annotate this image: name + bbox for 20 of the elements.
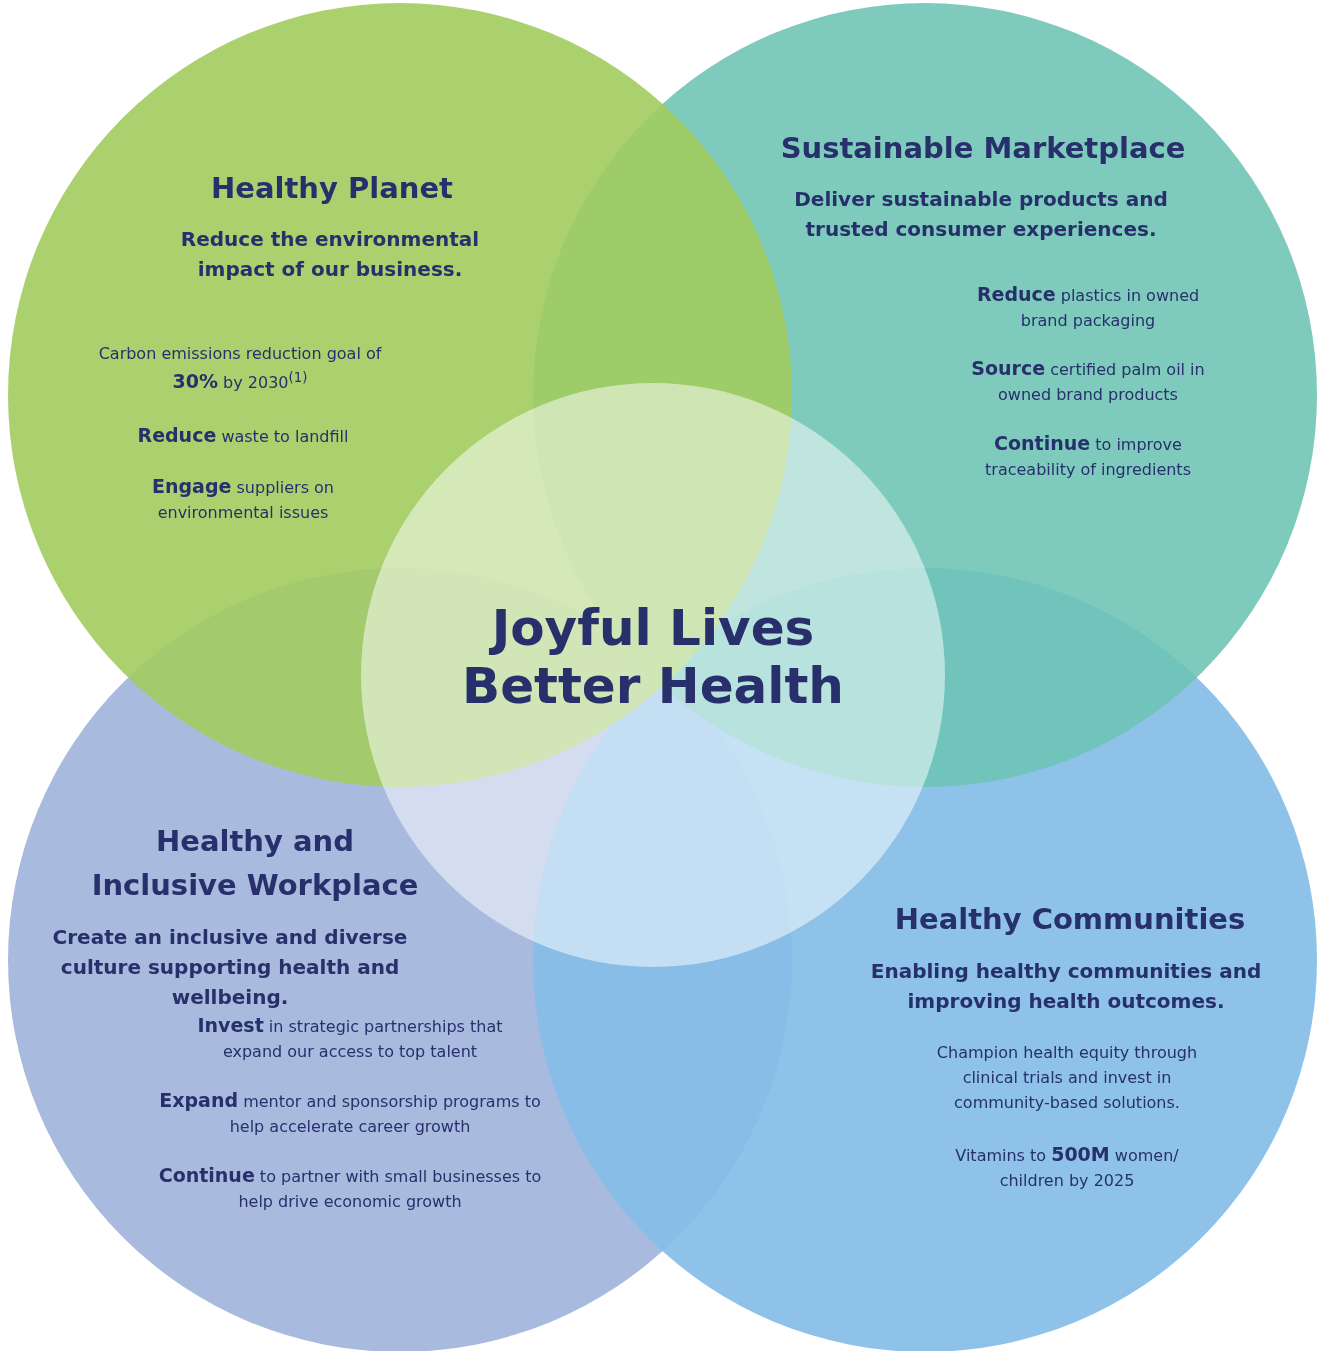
bullet-text: Expand mentor and sponsorship programs to help accelerate career growth [158, 1088, 542, 1139]
circle-subtitle: Reduce the environmental impact of our business. [179, 226, 481, 283]
bullet-text: Continue to partner with small businesses to help drive economic growth [157, 1163, 543, 1214]
circle-title: Healthy Planet [210, 170, 454, 207]
circle-subtitle: Enabling healthy communities and improving health outcomes. [869, 958, 1263, 1015]
circle-title: Healthy and Inclusive Workplace [90, 823, 420, 904]
bullet-text: Reduce plastics in owned brand packaging [975, 282, 1201, 333]
bullet-text: Vitamins to 500M women/ children by 2025 [954, 1142, 1180, 1193]
circle-subtitle: Create an inclusive and diverse culture supporting health and wellbeing. [51, 924, 409, 1011]
bullet-text: Continue to improve traceability of ingredients [984, 431, 1192, 482]
bullet-text: Engage suppliers on environmental issues [151, 474, 335, 525]
circle-title: Healthy Communities [893, 901, 1247, 938]
bullet-text: Invest in strategic partnerships that expand our access to top talent [196, 1013, 504, 1064]
center-title: Joyful Lives Better Health [461, 600, 845, 715]
bullet-text: Champion health equity through clinical trials and invest in community-based solutions. [935, 1042, 1199, 1114]
bullet-text: Carbon emissions reduction goal of 30% by 2030$^{(1)}$ [97, 343, 383, 394]
circle-title: Sustainable Marketplace [779, 130, 1187, 167]
bullet-text: Source certified palm oil in owned brand products [970, 356, 1206, 407]
bullet-text: Reduce waste to landfill [136, 423, 350, 448]
circle-subtitle: Deliver sustainable products and trusted consumer experiences. [793, 186, 1169, 243]
